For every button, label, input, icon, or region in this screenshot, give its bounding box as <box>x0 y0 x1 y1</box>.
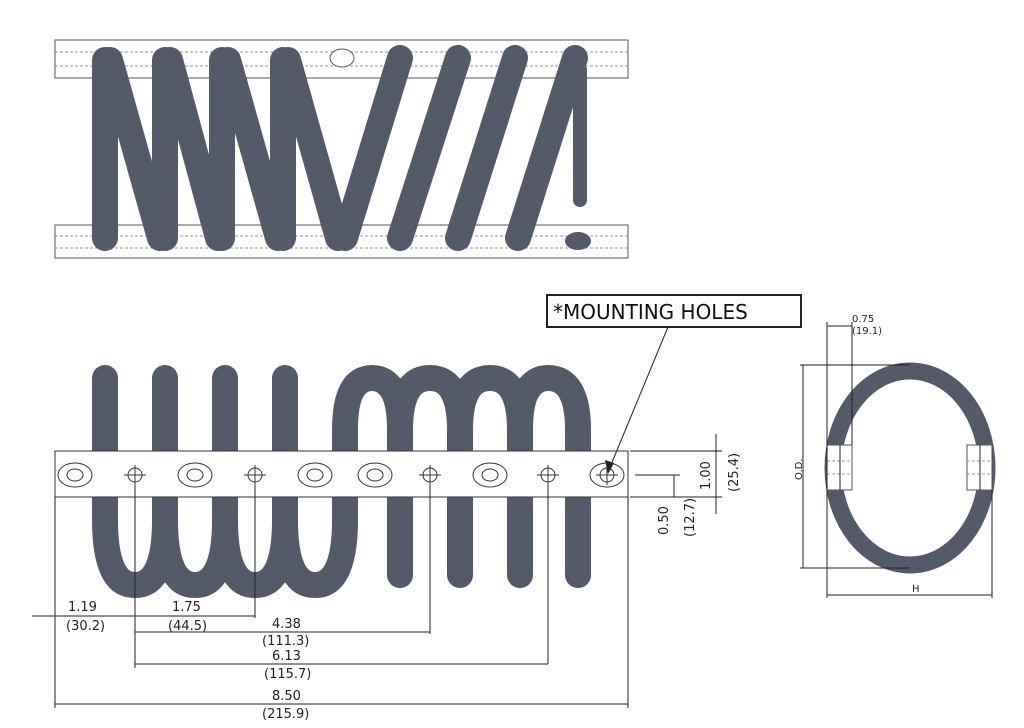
height-dimension: 1.00 (25.4) <box>630 434 742 514</box>
hole <box>297 462 333 488</box>
svg-text:(115.7): (115.7) <box>264 667 311 682</box>
svg-text:(12.7): (12.7) <box>683 498 698 537</box>
svg-text:0.75: 0.75 <box>852 314 874 325</box>
svg-text:8.50: 8.50 <box>272 689 301 704</box>
svg-text:(44.5): (44.5) <box>168 619 207 634</box>
side-view: O.D. 0.75 (19.1) H <box>794 314 996 598</box>
hole <box>419 465 441 485</box>
bottom-dimensions: 1.19 (30.2) 1.75 (44.5) 4.38 (111.3) 6.1… <box>32 485 629 722</box>
svg-text:O.D.: O.D. <box>794 458 805 480</box>
svg-text:6.13: 6.13 <box>272 649 301 664</box>
callout-box <box>546 294 802 328</box>
hole <box>177 462 213 488</box>
hole <box>57 462 93 488</box>
hole <box>537 465 559 485</box>
svg-text:1.75: 1.75 <box>172 600 201 615</box>
svg-text:(111.3): (111.3) <box>262 634 309 649</box>
hole-offset-dimension: 0.50 (12.7) <box>635 474 698 537</box>
callout-leader <box>607 326 669 473</box>
front-view: *MOUNTING HOLES 1.00 (25.4) 0.50 (12.7) <box>32 294 802 722</box>
svg-text:H: H <box>912 584 920 595</box>
mounting-plate <box>54 450 629 498</box>
svg-text:(30.2): (30.2) <box>66 619 105 634</box>
callout-label: *MOUNTING HOLES <box>553 300 748 324</box>
top-coils <box>92 45 591 251</box>
svg-text:(19.1): (19.1) <box>852 326 882 337</box>
top-hole <box>329 48 355 68</box>
svg-text:1.19: 1.19 <box>68 600 97 615</box>
top-view <box>54 39 629 259</box>
coil-ring <box>824 362 996 574</box>
hole <box>124 465 146 485</box>
hole <box>357 462 393 488</box>
svg-text:4.38: 4.38 <box>272 617 301 632</box>
svg-text:1.00: 1.00 <box>699 461 714 490</box>
hole <box>244 465 266 485</box>
svg-text:(25.4): (25.4) <box>727 453 742 492</box>
svg-text:(215.9): (215.9) <box>262 707 309 722</box>
svg-text:0.50: 0.50 <box>657 506 672 535</box>
hole <box>472 462 508 488</box>
